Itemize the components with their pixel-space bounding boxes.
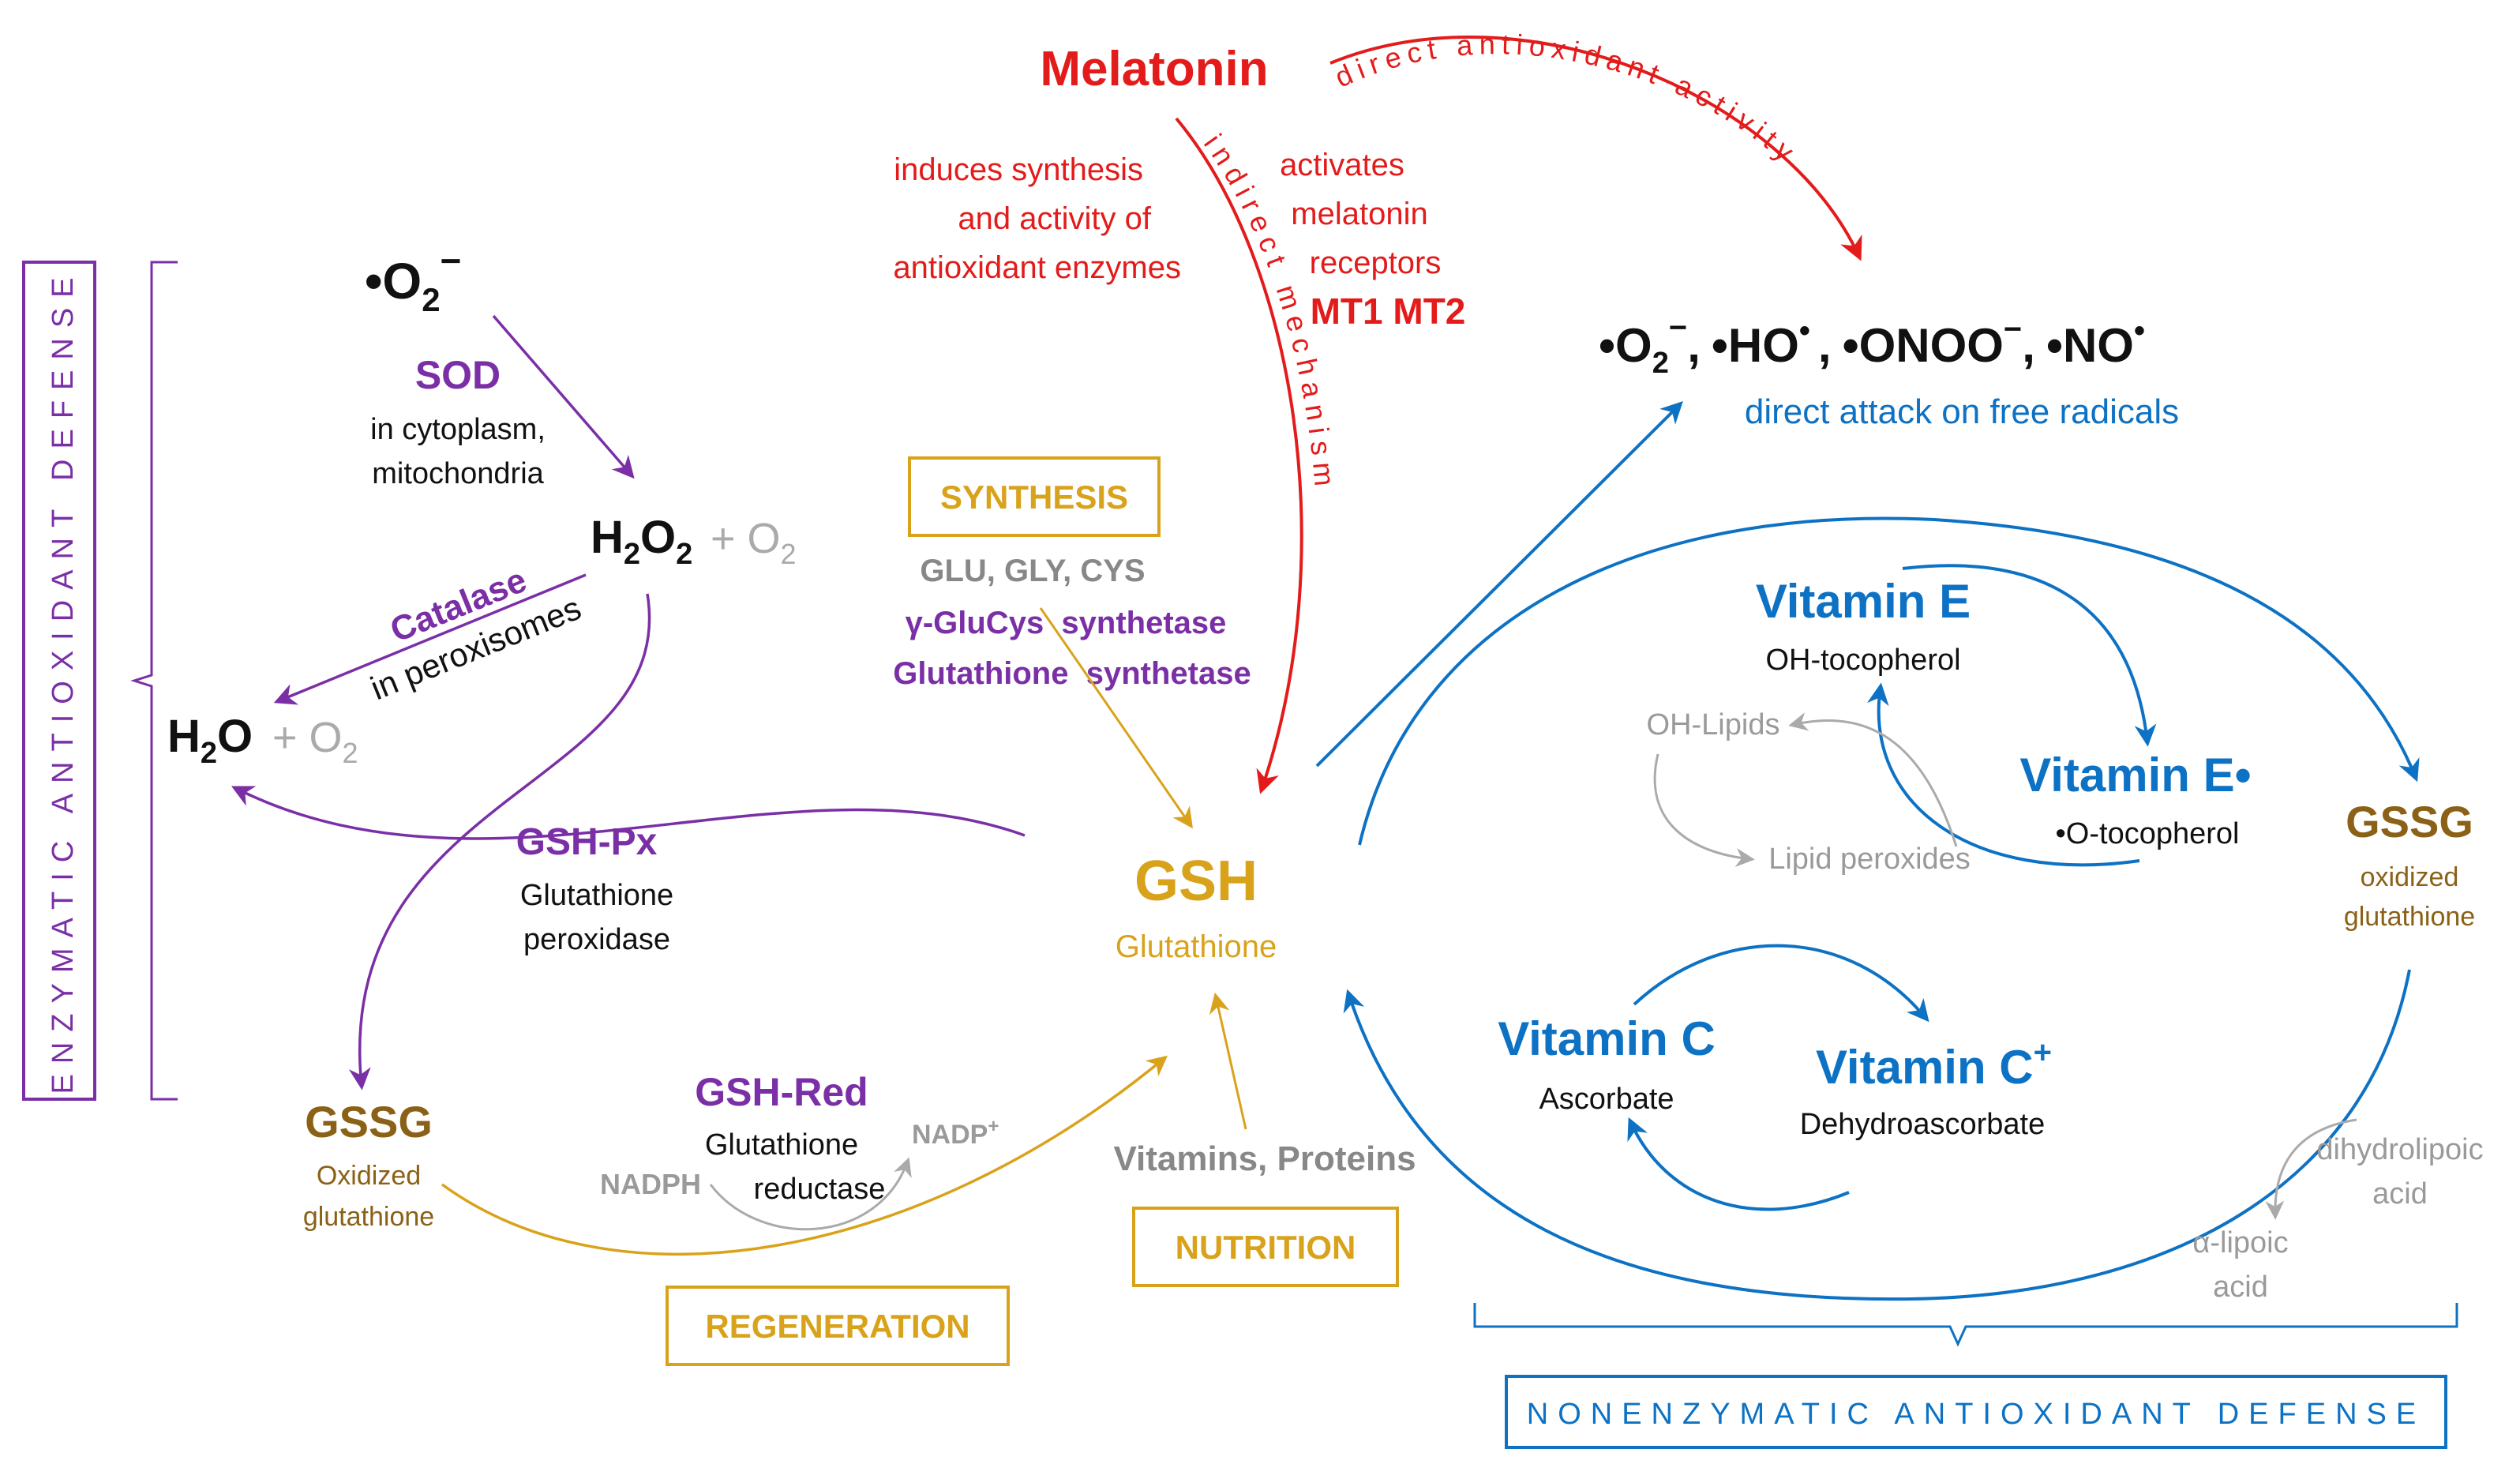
regeneration-box-label: REGENERATION xyxy=(705,1308,969,1345)
lipid-peroxides-to-oh-lipids-arrow xyxy=(1788,712,1958,847)
induces-line-3: antioxidant enzymes xyxy=(893,250,1181,285)
lipid-peroxides-label: Lipid peroxides xyxy=(1768,843,1971,876)
h2o2-formula: H2O2 xyxy=(591,512,692,571)
enzymatic-side-label: ENZYMATIC ANTIOXIDANT DEFENSE xyxy=(47,267,80,1094)
vitamin-e-radical-label: Vitamin E• xyxy=(2019,749,2251,801)
lipoic-2: acid xyxy=(2213,1271,2268,1304)
gsh-px-label: GSH-Px xyxy=(516,821,658,863)
dihydrolipoic-2: acid xyxy=(2372,1177,2428,1211)
vit-c-to-plus-arrow xyxy=(1633,944,1929,1023)
nadp-label: NADP+ xyxy=(912,1116,999,1150)
nutrition-box xyxy=(1132,1207,1399,1287)
gssg-right-desc-1: oxidized xyxy=(2361,862,2459,892)
vitamin-e-label: Vitamin E xyxy=(1756,575,1971,628)
dihydrolipoic-1: dihydrolipoic xyxy=(2316,1133,2483,1166)
gsh-px-name-1: Glutathione xyxy=(520,879,673,912)
melatonin-title: Melatonin xyxy=(1040,42,1268,96)
indirect-mechanism-arrow xyxy=(1175,117,1303,794)
nutrition-arrow xyxy=(1209,992,1247,1130)
sod-arrow xyxy=(492,314,635,479)
nadph-label: NADPH xyxy=(600,1168,701,1200)
gssg-left-label: GSSG xyxy=(305,1097,433,1147)
cycle-top-arrow xyxy=(1358,516,2420,846)
synthesis-aminos: GLU, GLY, CYS xyxy=(920,554,1145,588)
synthesis-enzyme-2: Glutathione synthetase xyxy=(893,656,1251,691)
synthesis-arrow xyxy=(1039,607,1193,829)
gsh-label: GSH xyxy=(1134,850,1258,913)
regeneration-arrow xyxy=(441,1055,1168,1256)
nonenzymatic-side-box xyxy=(1505,1375,2447,1449)
synthesis-box-label: SYNTHESIS xyxy=(940,479,1128,516)
receptors-mt1-mt2: MT1 MT2 xyxy=(1311,291,1466,332)
enzymatic-bracket xyxy=(130,261,178,1101)
lipoic-arrow xyxy=(2265,1118,2357,1220)
gsh-red-label: GSH-Red xyxy=(695,1070,868,1114)
h2o2-to-gssg-arrow xyxy=(348,593,651,1090)
nutrition-box-label: NUTRITION xyxy=(1176,1229,1356,1266)
plus-to-vit-c-arrow xyxy=(1627,1117,1850,1211)
vitamin-c-label: Vitamin C xyxy=(1498,1012,1716,1065)
direct-attack-label: direct attack on free radicals xyxy=(1745,392,2179,431)
gsh-name: Glutathione xyxy=(1116,929,1277,964)
regeneration-box xyxy=(666,1286,1010,1366)
induces-line-1: induces synthesis xyxy=(894,152,1143,187)
induces-synthesis-text: induces synthesis and activity of antiox… xyxy=(893,152,1181,285)
induces-line-2: and activity of xyxy=(958,201,1151,236)
vitamin-c-plus-label: Vitamin C+ xyxy=(1816,1035,2052,1094)
gssg-right-desc-2: glutathione xyxy=(2344,902,2475,932)
free-radicals-list: •O2−,•HO•,•ONOO−,•NO• xyxy=(1599,310,2145,380)
superoxide-formula: •O2− xyxy=(365,240,461,318)
sod-location-2: mitochondria xyxy=(372,457,544,490)
gsh-to-radicals-arrow xyxy=(1315,401,1683,768)
h2o-formula: H2O xyxy=(167,711,253,770)
nonenzymatic-side-label: NONENZYMATIC ANTIOXIDANT DEFENSE xyxy=(1527,1398,2425,1431)
sod-location-1: in cytoplasm, xyxy=(370,413,546,446)
gsh-red-name-1: Glutathione xyxy=(705,1128,858,1162)
vitamin-c-plus-form: Dehydroascorbate xyxy=(1800,1108,2046,1141)
enzymatic-side-box xyxy=(22,261,96,1101)
gsh-red-name-2: reductase xyxy=(754,1173,886,1206)
lipoic-1: α-lipoic xyxy=(2192,1226,2288,1259)
activates-receptors-text: activates melatonin receptors xyxy=(1280,148,1441,280)
synthesis-box xyxy=(908,456,1161,537)
sod-label: SOD xyxy=(415,353,501,397)
activates-line-3: receptors xyxy=(1310,246,1442,280)
gssg-left-desc-1: Oxidized xyxy=(317,1161,421,1191)
vitamin-e-form: OH-tocopherol xyxy=(1765,644,1960,677)
vitamin-e-radical-form: •O-tocopherol xyxy=(2056,817,2240,850)
h2o2-plus-o2: + O2 xyxy=(711,515,797,570)
nutrition-sources: Vitamins, Proteins xyxy=(1113,1139,1416,1178)
gsh-to-h2o-arrow xyxy=(231,786,1026,840)
vit-e-to-radical-arrow xyxy=(1902,564,2157,747)
gsh-px-name-2: peroxidase xyxy=(523,923,670,956)
h2o-plus-o2: + O2 xyxy=(272,714,358,769)
synthesis-enzyme-1: γ-GluCys synthetase xyxy=(906,606,1227,640)
nadph-arrow xyxy=(709,1157,912,1231)
cycle-bottom-arrow xyxy=(1343,969,2411,1301)
catalase-arrow xyxy=(273,573,587,705)
nonenzymatic-bracket xyxy=(1473,1303,2458,1347)
activates-line-2: melatonin xyxy=(1291,197,1427,231)
oh-lipids-label: OH-Lipids xyxy=(1647,708,1780,741)
direct-activity-arrow xyxy=(1329,35,1862,261)
gssg-right-label: GSSG xyxy=(2346,797,2473,846)
activates-line-1: activates xyxy=(1280,148,1404,182)
gssg-left-desc-2: glutathione xyxy=(303,1202,434,1232)
vitamin-c-form: Ascorbate xyxy=(1539,1083,1674,1116)
oh-lipids-to-lipid-peroxides-arrow xyxy=(1653,753,1755,867)
